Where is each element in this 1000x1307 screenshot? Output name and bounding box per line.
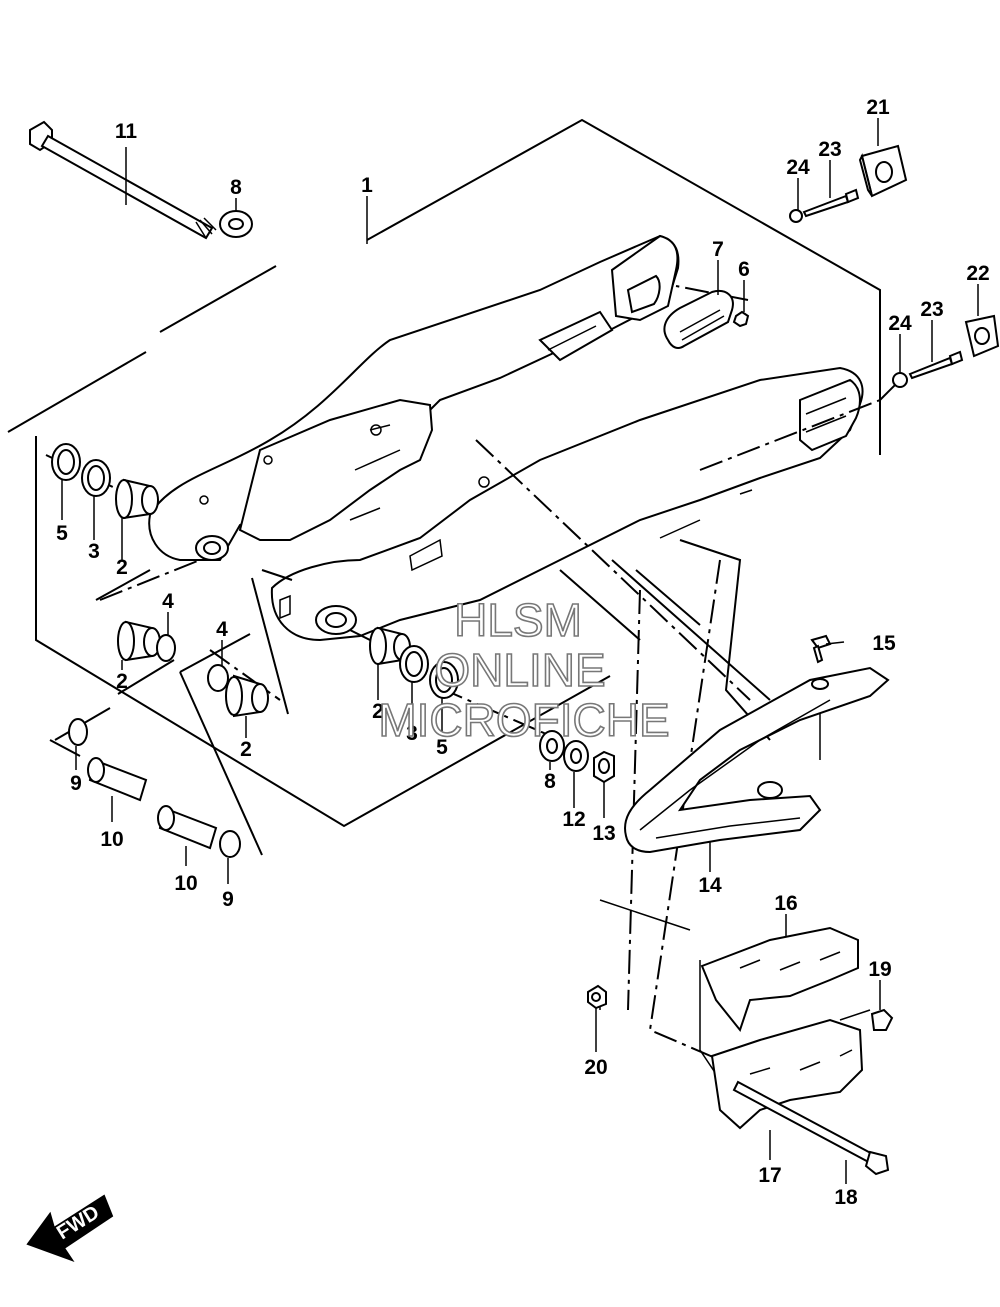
label-5a: 5: [56, 522, 68, 545]
label-3a: 3: [88, 540, 100, 563]
label-4b: 4: [216, 618, 228, 641]
watermark-line3: MICROFICHE: [378, 694, 669, 746]
pivot-shaft: [29, 120, 253, 240]
adjuster-plate: [663, 290, 750, 349]
label-2b: 2: [116, 670, 128, 693]
swingarm: [148, 234, 864, 642]
label-12: 12: [562, 808, 585, 831]
label-2d: 2: [372, 700, 384, 723]
label-2c: 2: [240, 738, 252, 761]
label-24b: 24: [888, 312, 912, 335]
label-18: 18: [834, 1186, 858, 1209]
label-23a: 23: [818, 138, 841, 161]
left-bearings: [51, 443, 269, 858]
label-23b: 23: [920, 298, 943, 321]
label-5b: 5: [436, 736, 448, 759]
watermark: HLSM ONLINE MICROFICHE: [378, 593, 671, 747]
chain-slider: [624, 634, 890, 854]
label-14: 14: [698, 874, 722, 897]
label-10a: 10: [100, 828, 123, 851]
fwd-arrow-icon: FWD: [26, 1194, 114, 1262]
label-22: 22: [966, 262, 989, 285]
label-19: 19: [868, 958, 891, 981]
label-20: 20: [584, 1056, 607, 1079]
label-15: 15: [872, 632, 896, 655]
label-8a: 8: [230, 176, 242, 199]
label-17: 17: [758, 1164, 781, 1187]
leader-lines: [61, 118, 979, 1184]
label-10b: 10: [174, 872, 197, 895]
label-8b: 8: [544, 770, 556, 793]
label-13: 13: [592, 822, 615, 845]
label-24a: 24: [786, 156, 810, 179]
label-16: 16: [774, 892, 797, 915]
label-11: 11: [115, 120, 138, 143]
right-bearings: [369, 626, 615, 784]
label-6: 6: [738, 258, 750, 281]
label-21: 21: [866, 96, 890, 119]
label-3b: 3: [406, 722, 418, 745]
label-4a: 4: [162, 590, 174, 613]
chain-guide: [587, 926, 894, 1176]
label-9b: 9: [222, 888, 234, 911]
label-9a: 9: [70, 772, 82, 795]
watermark-line1: HLSM: [454, 594, 582, 646]
axle-hardware: [789, 144, 1000, 388]
watermark-line2: ONLINE: [434, 644, 605, 696]
label-2a: 2: [116, 556, 128, 579]
label-7: 7: [712, 238, 724, 261]
label-1: 1: [361, 174, 373, 197]
callout-labels: 11 8 1 7 6 21 23 24 22 23 24 5 3 2 4 2 4…: [56, 96, 990, 1209]
